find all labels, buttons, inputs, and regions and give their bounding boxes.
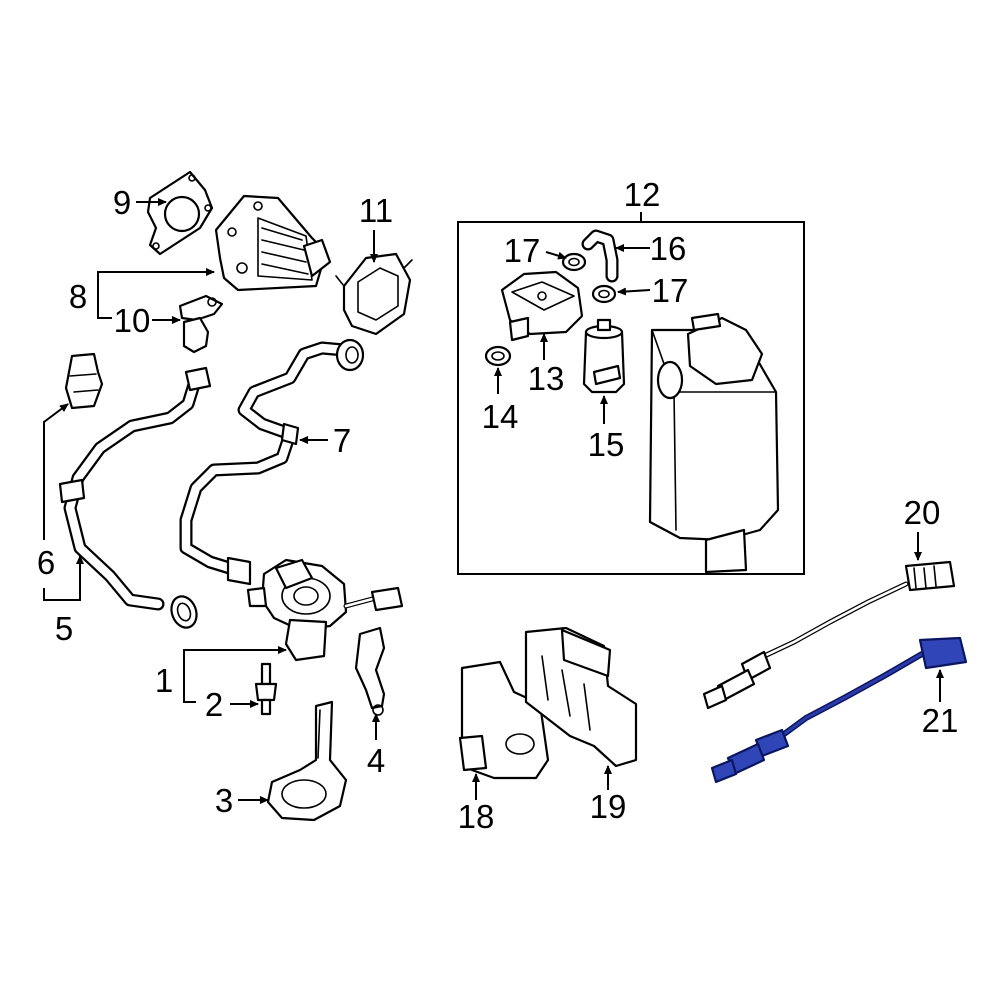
filter-part[interactable] — [582, 318, 626, 394]
callout-16: 16 — [650, 230, 687, 267]
heat-shield-part[interactable] — [458, 660, 550, 780]
callout-20: 20 — [904, 494, 941, 531]
air-pump-part[interactable] — [246, 558, 404, 662]
hose-clamp-part-b[interactable] — [591, 284, 617, 304]
callout-21: 21 — [922, 702, 959, 739]
grommet-part[interactable] — [484, 345, 512, 367]
valve-cover-part[interactable] — [335, 252, 413, 336]
callout-3: 3 — [215, 782, 233, 819]
callout-8: 8 — [69, 278, 87, 315]
air-valve-part[interactable] — [214, 194, 332, 292]
callout-18: 18 — [458, 798, 495, 835]
callout-12: 12 — [624, 176, 661, 213]
purge-valve-part[interactable] — [500, 270, 584, 342]
callout-1: 1 — [155, 662, 173, 699]
callout-10: 10 — [114, 302, 151, 339]
charcoal-canister-part[interactable] — [648, 312, 780, 574]
callout-7: 7 — [333, 422, 351, 459]
callout-19: 19 — [590, 788, 627, 825]
callout-13: 13 — [528, 360, 565, 397]
callout-17b: 17 — [652, 272, 689, 309]
callout-2: 2 — [205, 686, 223, 723]
callout-11: 11 — [359, 192, 393, 229]
oxygen-sensor-downstream-part[interactable] — [710, 636, 968, 784]
callout-leaders — [43, 198, 944, 804]
mounting-stud-part[interactable] — [254, 662, 278, 716]
callout-9: 9 — [113, 184, 131, 221]
air-hose-part[interactable] — [58, 366, 212, 631]
harness-connector-part[interactable] — [64, 352, 104, 410]
callout-14: 14 — [482, 398, 519, 435]
support-bracket-part[interactable] — [354, 626, 386, 716]
callout-6: 6 — [37, 544, 55, 581]
canister-group-box — [457, 221, 805, 575]
valve-sensor-part[interactable] — [178, 294, 224, 354]
air-pipe-part[interactable] — [179, 338, 365, 586]
callout-4: 4 — [367, 742, 385, 779]
vent-hose-part[interactable] — [581, 229, 619, 283]
callout-15: 15 — [588, 426, 625, 463]
gasket-part[interactable] — [146, 170, 214, 256]
hose-clamp-part-a[interactable] — [561, 252, 587, 272]
callout-17a: 17 — [504, 232, 541, 269]
pump-bracket-part[interactable] — [266, 700, 348, 822]
oxygen-sensor-upstream-part[interactable] — [702, 560, 956, 710]
splash-shield-part[interactable] — [524, 626, 638, 768]
callout-5: 5 — [55, 610, 73, 647]
